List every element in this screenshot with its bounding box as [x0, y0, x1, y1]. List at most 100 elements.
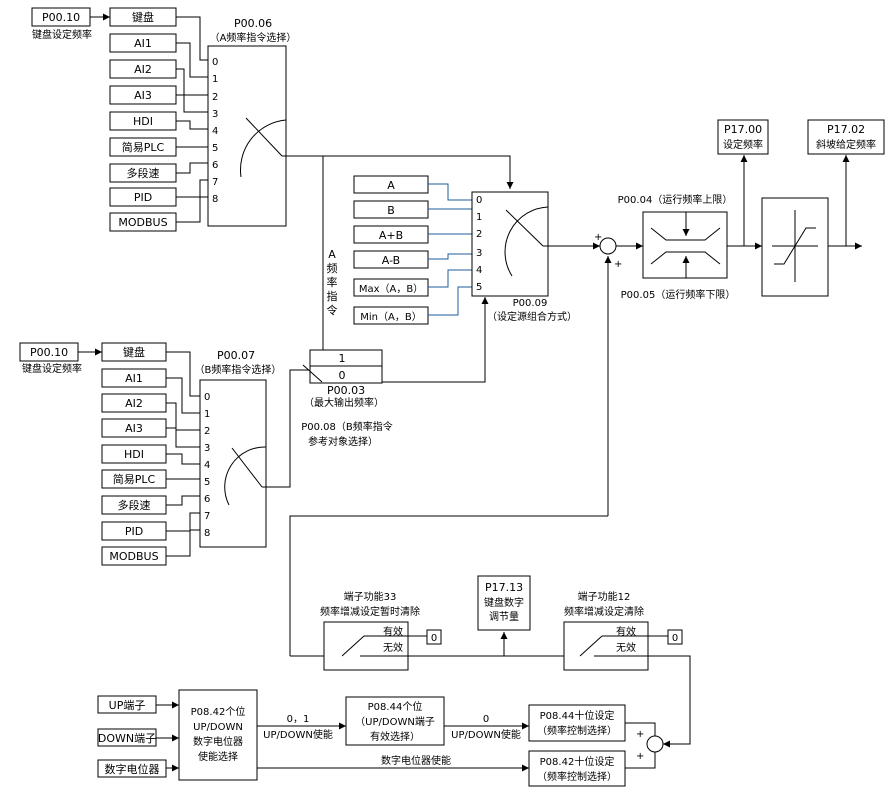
top-index-3: 3: [212, 109, 218, 120]
bottom-source-multistep-label: 多段速: [118, 498, 151, 512]
top-switch-blade: [245, 117, 283, 157]
pot-label: 数字电位器: [105, 762, 160, 776]
p1713-line1: P17.13: [485, 581, 523, 594]
t33-invalid: 无效: [383, 641, 403, 654]
bottom-index-0: 0: [204, 392, 210, 403]
bottom-source-plc-label: 简易PLC: [113, 472, 156, 486]
sum-plus-b: +: [614, 259, 622, 270]
top-p0010-desc: 键盘设定频率: [32, 28, 92, 41]
terminal-group: 端子功能33 频率增减设定暂时清除 有效 无效 0 P17.13 键盘数字 调节…: [289, 256, 691, 748]
top-index-6: 6: [212, 160, 218, 171]
combo-option-aplusb-label: A+B: [379, 229, 403, 242]
bottom-index-8: 8: [204, 528, 210, 539]
p0003-label: P00.03: [327, 384, 365, 397]
vlabel-2: 率: [327, 275, 338, 289]
top-source-ai1-label: AI1: [134, 37, 152, 50]
vlabel-4: 令: [327, 303, 338, 317]
bottom-index-4: 4: [204, 460, 210, 471]
bottom-switch-arc: [224, 446, 267, 506]
p1702-box: [807, 119, 885, 155]
bottom-source-ai1-label: AI1: [125, 372, 143, 385]
t12-title-2: 频率增减设定清除: [564, 605, 644, 618]
t12-title-1: 端子功能12: [578, 590, 631, 603]
top-index-5: 5: [212, 143, 218, 154]
t12-switch-blade: [579, 635, 603, 657]
bottom-p0007-desc: （B频率指令选择）: [195, 363, 282, 376]
t33-box: [323, 621, 409, 671]
bottom-index-5: 5: [204, 477, 210, 488]
p0844-box: [345, 696, 445, 746]
bottom-index-2: 2: [204, 426, 210, 437]
combo-index-1: 1: [476, 212, 482, 223]
reference-one: 1: [339, 352, 346, 365]
up-terminal-label: UP端子: [109, 699, 146, 712]
p0844-line1: P08.44个位: [368, 700, 423, 713]
combo-option-a-label: A: [387, 179, 395, 192]
p0003-desc: （最大输出频率）: [304, 396, 384, 409]
reference-switch-blade: [302, 364, 323, 383]
en2-label: UP/DOWN使能: [451, 728, 521, 741]
t12-zero-box: [667, 629, 683, 645]
reference-group: 1 0 P00.03 （最大输出频率） P00.08（B频率指令 参考对象选择）: [301, 297, 489, 448]
sum-plus-d: +: [636, 751, 644, 762]
t33-title-1: 端子功能33: [344, 590, 397, 603]
t33-valid: 有效: [383, 625, 403, 638]
t12-feedback-wire: [594, 655, 691, 748]
t33-zero: 0: [431, 633, 437, 644]
bottom-source-modbus-label: MODBUS: [109, 550, 158, 563]
p0842t-to-sum-wire: [625, 752, 656, 769]
p0842-line2: UP/DOWN: [193, 722, 243, 733]
p0844t-line2: （频率控制选择）: [537, 724, 617, 737]
combo-input-wires: [428, 183, 472, 316]
p0842-box: [178, 689, 258, 781]
combo-group: A B A+B A-B Max（A，B） Min（A，B） 0 1 2 3 4 …: [353, 175, 600, 325]
en1-label: UP/DOWN使能: [263, 728, 333, 741]
vlabel-0: A: [328, 248, 336, 261]
p0844-line2: （UP/DOWN端子: [355, 715, 435, 728]
combo-index-5: 5: [476, 282, 482, 293]
p0844-line3: 有效选择）: [370, 730, 420, 743]
top-to-combo-wire: [282, 155, 514, 189]
p1700-desc: 设定频率: [723, 138, 763, 151]
top-index-4: 4: [212, 126, 218, 137]
p0844t-line1: P08.44十位设定: [540, 709, 615, 722]
p1713-box: [477, 575, 531, 631]
t12-invalid: 无效: [616, 641, 636, 654]
combo-option-aminusb-label: A-B: [382, 254, 400, 267]
val01-label: 0，1: [287, 714, 310, 725]
bottom-switch-blade: [231, 447, 263, 488]
limiter-group: + + P00.04（运行频率上限） P00.05（运行频率下限） P17.00…: [594, 119, 885, 301]
p0844t-to-sum-wire: [625, 722, 656, 736]
reference-zero: 0: [339, 369, 346, 382]
main-summing-junction: [599, 237, 617, 255]
top-index-1: 1: [212, 74, 218, 85]
t33-switch-blade: [341, 635, 365, 657]
p0844t-box: [528, 704, 626, 742]
val0-label: 0: [483, 714, 489, 725]
bottom-source-ai3-label: AI3: [125, 422, 143, 435]
p1702-desc: 斜坡给定频率: [816, 138, 876, 151]
top-source-hdi-label: HDI: [133, 115, 153, 128]
top-index-0: 0: [212, 57, 218, 68]
combo-selector-box: [471, 191, 549, 297]
combo-option-min-label: Min（A，B）: [360, 311, 421, 323]
top-p0006-desc: （A频率指令选择）: [210, 31, 297, 44]
p0842t-line1: P08.42十位设定: [540, 755, 615, 768]
top-index-2: 2: [212, 92, 218, 103]
p0842-line3: 数字电位器: [193, 735, 243, 748]
bottom-source-hdi-label: HDI: [124, 448, 144, 461]
p1700-box: [717, 119, 769, 155]
top-selector-group: P00.10 键盘设定频率 P00.06 （A频率指令选择） 键盘 AI1 AI…: [31, 7, 514, 232]
bottom-source-ai2-label: AI2: [125, 397, 143, 410]
down-terminal-label: DOWN端子: [98, 732, 156, 745]
combo-switch-arc: [504, 206, 549, 277]
combo-option-b-label: B: [387, 204, 395, 217]
feedback-left-wire: [289, 515, 608, 656]
top-index-8: 8: [212, 194, 218, 205]
p0008-line2: 参考对象选择）: [308, 435, 378, 448]
bottom-source-pid-label: PID: [125, 525, 143, 538]
p1702-label: P17.02: [827, 123, 865, 136]
combo-index-2: 2: [476, 229, 482, 240]
sum-plus-c: +: [636, 729, 644, 740]
